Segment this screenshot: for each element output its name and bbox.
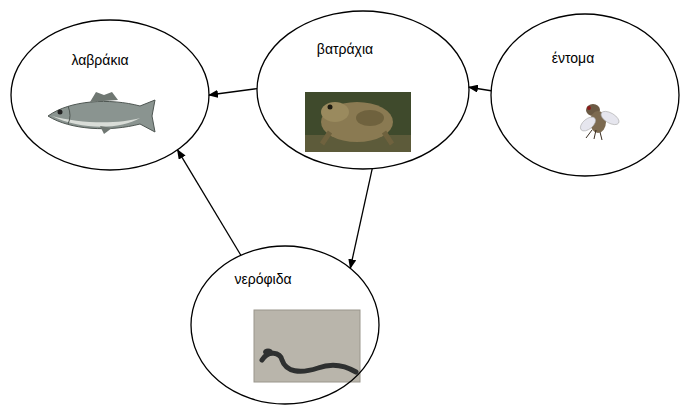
species-label: έντομα xyxy=(552,50,595,66)
circle-outline xyxy=(490,13,680,177)
circle-outline xyxy=(190,245,380,405)
feeding-arrow xyxy=(469,87,491,91)
species-label: νερόφιδα xyxy=(234,271,291,287)
feeding-arrow xyxy=(350,169,372,268)
feeding-arrow xyxy=(209,89,257,95)
feeding-arrow xyxy=(178,150,241,255)
food-web-circle: βατράχια xyxy=(256,10,470,170)
food-web-circle: έντομα xyxy=(490,13,680,177)
toad-picture xyxy=(305,92,411,152)
snake-picture xyxy=(254,310,360,382)
circle-outline xyxy=(256,10,470,170)
food-web-circle: λαβράκια xyxy=(10,19,210,171)
species-label: λαβράκια xyxy=(71,52,128,68)
fly-picture xyxy=(578,104,621,140)
circle-outline xyxy=(10,19,210,171)
fish-picture xyxy=(48,92,155,134)
species-label: βατράχια xyxy=(317,41,373,57)
food-web-circle: νερόφιδα xyxy=(190,245,380,405)
